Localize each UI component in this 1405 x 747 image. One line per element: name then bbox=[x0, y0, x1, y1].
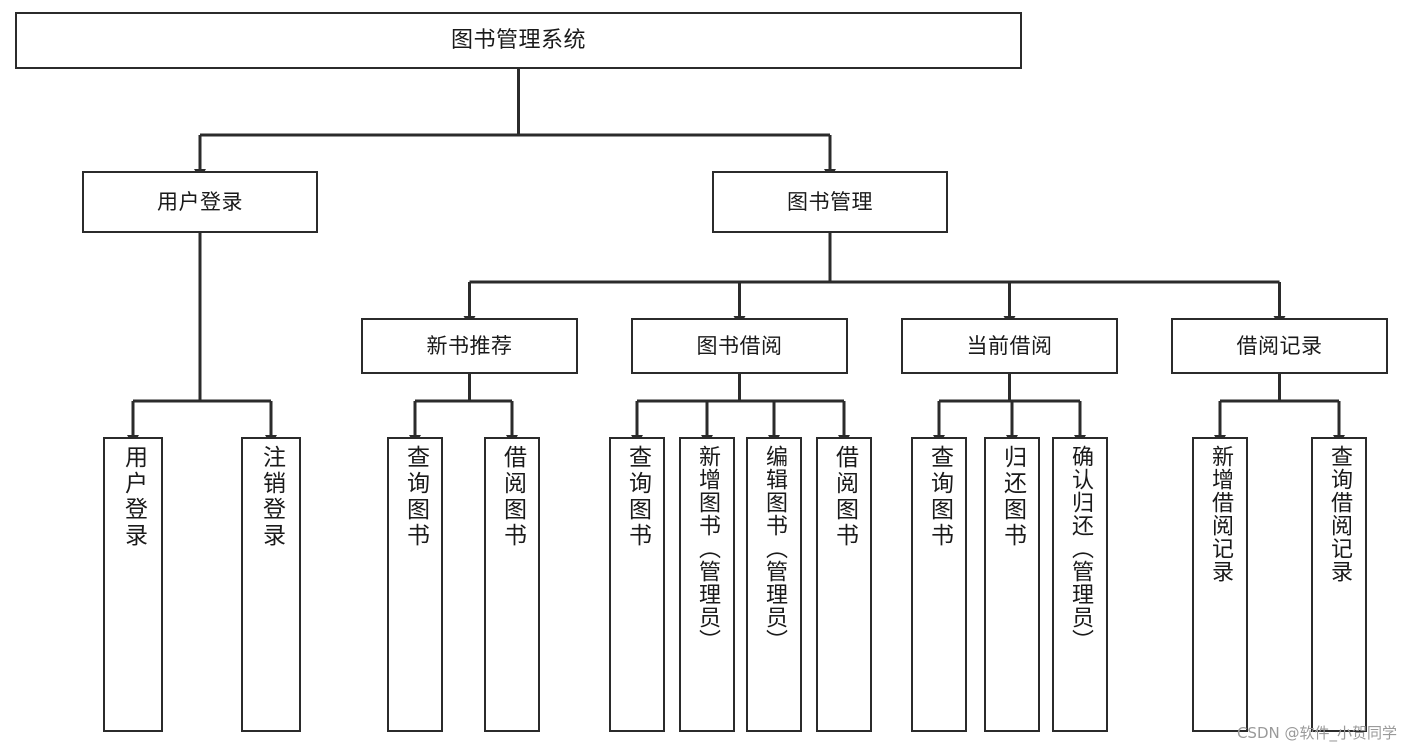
leaf-edit-book-admin[interactable]: 编辑图书（管理员） bbox=[746, 437, 802, 732]
node-book-borrow[interactable]: 图书借阅 bbox=[631, 318, 848, 374]
node-label: 查询图书 bbox=[624, 445, 651, 549]
node-label: 查询图书 bbox=[402, 445, 429, 549]
node-label: 用户登录 bbox=[157, 189, 243, 214]
node-label: 新书推荐 bbox=[426, 333, 513, 358]
node-label: 借阅记录 bbox=[1236, 333, 1323, 358]
leaf-borrow-book-recommend[interactable]: 借阅图书 bbox=[484, 437, 540, 732]
node-label: 图书管理系统 bbox=[450, 27, 586, 53]
leaf-confirm-return-admin[interactable]: 确认归还（管理员） bbox=[1052, 437, 1108, 732]
node-label: 确认归还（管理员） bbox=[1068, 445, 1093, 652]
leaf-logout[interactable]: 注销登录 bbox=[241, 437, 301, 732]
node-label: 注销登录 bbox=[258, 445, 285, 549]
node-label: 查询借阅记录 bbox=[1327, 445, 1352, 583]
node-label: 新增借阅记录 bbox=[1208, 445, 1233, 583]
leaf-query-book-borrow[interactable]: 查询图书 bbox=[609, 437, 665, 732]
leaf-add-borrow-record[interactable]: 新增借阅记录 bbox=[1192, 437, 1248, 732]
node-label: 借阅图书 bbox=[499, 445, 526, 549]
leaf-return-book[interactable]: 归还图书 bbox=[984, 437, 1040, 732]
node-label: 新增图书（管理员） bbox=[695, 445, 720, 652]
node-label: 当前借阅 bbox=[966, 333, 1053, 358]
leaf-add-book-admin[interactable]: 新增图书（管理员） bbox=[679, 437, 735, 732]
node-user-login[interactable]: 用户登录 bbox=[82, 171, 318, 233]
node-label: 编辑图书（管理员） bbox=[762, 445, 787, 652]
node-book-manage[interactable]: 图书管理 bbox=[712, 171, 948, 233]
watermark: CSDN @软件_小贺同学 bbox=[1236, 724, 1397, 742]
leaf-query-borrow-record[interactable]: 查询借阅记录 bbox=[1311, 437, 1367, 732]
node-label: 归还图书 bbox=[999, 445, 1026, 549]
node-label: 借阅图书 bbox=[831, 445, 858, 549]
node-current-borrow[interactable]: 当前借阅 bbox=[901, 318, 1118, 374]
leaf-user-login[interactable]: 用户登录 bbox=[103, 437, 163, 732]
node-label: 查询图书 bbox=[926, 445, 953, 549]
leaf-query-book-current[interactable]: 查询图书 bbox=[911, 437, 967, 732]
node-borrow-record[interactable]: 借阅记录 bbox=[1171, 318, 1388, 374]
node-label: 用户登录 bbox=[120, 445, 147, 549]
node-root[interactable]: 图书管理系统 bbox=[15, 12, 1022, 69]
leaf-query-book-recommend[interactable]: 查询图书 bbox=[387, 437, 443, 732]
node-new-book-recommend[interactable]: 新书推荐 bbox=[361, 318, 578, 374]
leaf-borrow-book[interactable]: 借阅图书 bbox=[816, 437, 872, 732]
node-label: 图书借阅 bbox=[696, 333, 783, 358]
node-label: 图书管理 bbox=[787, 189, 873, 214]
